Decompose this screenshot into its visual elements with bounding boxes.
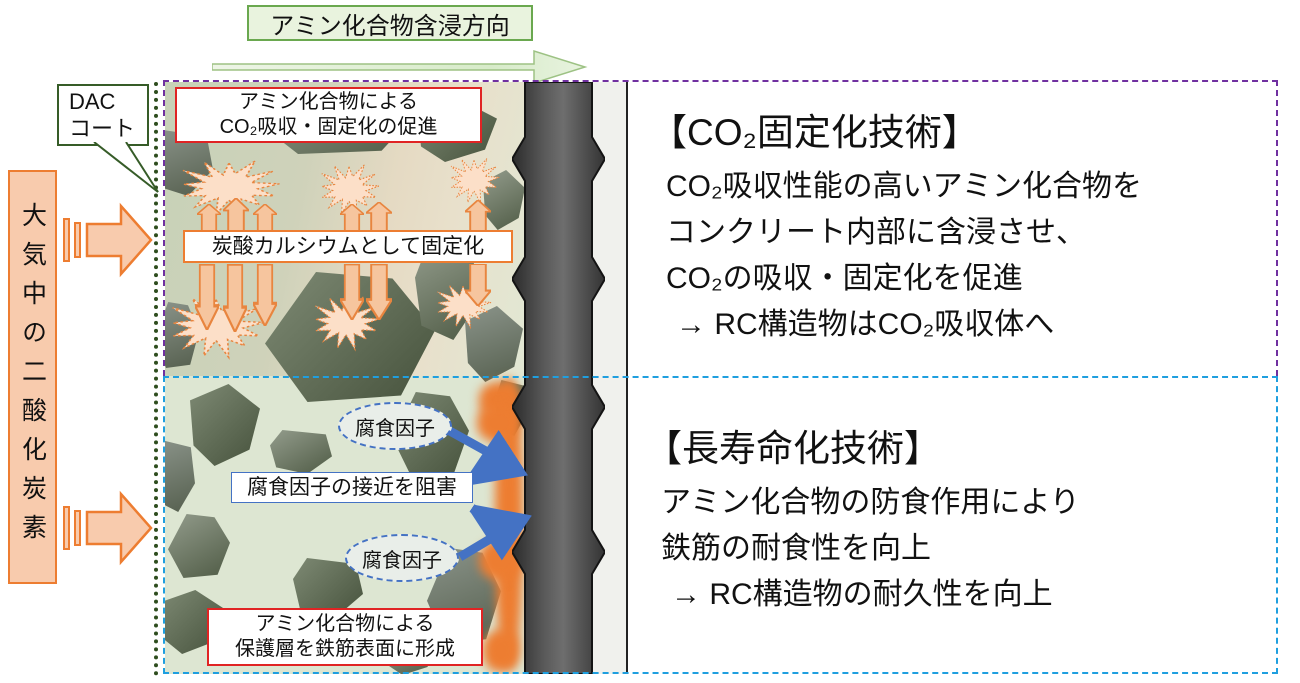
longevity-result-line: → RC構造物の耐久性を向上 bbox=[671, 578, 1053, 611]
fixation-down-arrow-icon bbox=[340, 264, 364, 320]
co2-fixation-result-line: → RC構造物はCO₂吸収体へ bbox=[676, 308, 1055, 341]
corrosion-factor-label: 腐食因子 bbox=[355, 417, 435, 440]
aggregate bbox=[190, 384, 260, 466]
carbonate-burst-icon bbox=[437, 284, 492, 330]
corrosion-factor-label: 腐食因子 bbox=[362, 549, 442, 572]
co2-inflow-speedline bbox=[63, 506, 70, 550]
co2-inflow-speedline bbox=[63, 218, 70, 262]
fixation-down-arrow-icon bbox=[195, 264, 219, 330]
aggregate bbox=[165, 440, 195, 512]
dac-coat-callout: DAC コート bbox=[57, 84, 149, 146]
co2-inflow-arrow-upper-icon bbox=[85, 202, 153, 278]
rebar bbox=[512, 82, 605, 674]
block-approach-box: 腐食因子の接近を阻害 bbox=[231, 472, 473, 503]
fixation-up-arrow-icon bbox=[465, 200, 491, 232]
longevity-title: 【長寿命化技術】 bbox=[645, 428, 941, 469]
impregnation-direction-label: アミン化合物含浸方向 bbox=[247, 5, 533, 41]
promote-fixation-box: アミン化合物による CO₂吸収・固定化の促進 bbox=[175, 87, 482, 143]
concrete-cross-section: アミン化合物による CO₂吸収・固定化の促進 炭酸カルシウムとして固定化 腐食因… bbox=[165, 82, 628, 674]
co2-inflow-speedline bbox=[74, 222, 81, 258]
calcium-carbonate-box: 炭酸カルシウムとして固定化 bbox=[183, 230, 513, 263]
fixation-down-arrow-icon bbox=[465, 264, 491, 306]
aggregate bbox=[168, 514, 230, 578]
longevity-panel: 【長寿命化技術】 アミン化合物の防食作用により 鉄筋の耐食性を向上 → RC構造… bbox=[645, 418, 1080, 618]
fixation-down-arrow-icon bbox=[253, 264, 277, 326]
co2-fixation-line: CO₂吸収性能の高いアミン化合物を bbox=[666, 170, 1143, 203]
longevity-line: 鉄筋の耐食性を向上 bbox=[661, 532, 931, 565]
fixation-up-arrow-icon bbox=[253, 204, 277, 232]
protective-layer-line2: 保護層を鉄筋表面に形成 bbox=[235, 638, 455, 660]
co2-fixation-title: 【CO₂固定化技術】 bbox=[650, 112, 979, 153]
protective-layer-line1: アミン化合物による bbox=[255, 613, 435, 635]
fixation-down-arrow-icon bbox=[366, 264, 392, 320]
co2-inflow-speedline bbox=[74, 510, 81, 546]
atmospheric-co2-banner: 大気中の二酸化炭素 bbox=[8, 170, 57, 584]
block-approach-text: 腐食因子の接近を阻害 bbox=[247, 476, 457, 499]
fixation-up-arrow-icon bbox=[197, 204, 221, 232]
promote-fixation-line2: CO₂吸収・固定化の促進 bbox=[219, 116, 438, 138]
co2-fixation-line: コンクリート内部に含浸させ、 bbox=[666, 216, 1086, 249]
corrosion-factor-ellipse: 腐食因子 bbox=[345, 534, 459, 582]
fixation-up-arrow-icon bbox=[223, 198, 249, 232]
aggregate bbox=[270, 430, 332, 474]
carbonate-burst-icon bbox=[450, 158, 500, 206]
carbonate-burst-icon bbox=[321, 164, 380, 218]
calcium-carbonate-text: 炭酸カルシウムとして固定化 bbox=[211, 235, 485, 258]
promote-fixation-line1: アミン化合物による bbox=[239, 91, 418, 113]
atmospheric-co2-text: 大気中の二酸化炭素 bbox=[18, 201, 47, 553]
carbonate-burst-icon bbox=[315, 296, 380, 352]
impregnation-direction-arrow-icon bbox=[212, 49, 588, 85]
co2-fixation-panel: 【CO₂固定化技術】 CO₂吸収性能の高いアミン化合物を コンクリート内部に含浸… bbox=[650, 102, 1142, 348]
fixation-up-arrow-icon bbox=[366, 202, 392, 232]
dac-coat-dotted-line bbox=[154, 82, 158, 676]
fixation-down-arrow-icon bbox=[223, 264, 247, 332]
corrosion-factor-ellipse: 腐食因子 bbox=[338, 402, 452, 450]
protective-layer-box: アミン化合物による 保護層を鉄筋表面に形成 bbox=[207, 608, 483, 666]
fixation-up-arrow-icon bbox=[340, 204, 364, 232]
dac-callout-tail bbox=[93, 142, 159, 193]
dac-coat-line1: DAC bbox=[69, 89, 116, 114]
longevity-line: アミン化合物の防食作用により bbox=[661, 486, 1080, 519]
carbonate-burst-icon bbox=[182, 160, 280, 218]
protective-layer-glow bbox=[483, 630, 519, 672]
dac-coat-line2: コート bbox=[69, 116, 136, 141]
co2-fixation-line: CO₂の吸収・固定化を促進 bbox=[666, 262, 1023, 295]
carbonate-burst-icon bbox=[172, 296, 264, 360]
co2-inflow-arrow-lower-icon bbox=[85, 490, 153, 566]
concrete-cover-strip bbox=[592, 82, 628, 674]
